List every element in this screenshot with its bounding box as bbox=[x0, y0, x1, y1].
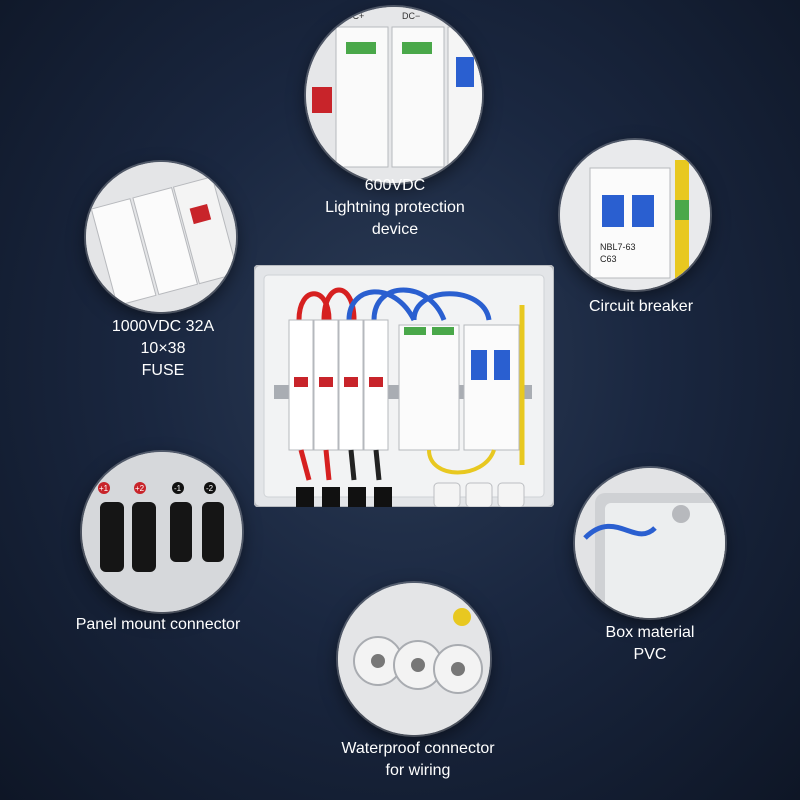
connector-label: Panel mount connector bbox=[58, 614, 258, 636]
gland-photo bbox=[338, 583, 490, 735]
breaker-label: Circuit breaker bbox=[566, 296, 716, 318]
connector-minus-1: -1 bbox=[174, 484, 182, 493]
material-label: Box material PVC bbox=[580, 622, 720, 666]
pvc-box-photo bbox=[575, 468, 725, 618]
waterproof-label-line1: Waterproof connector bbox=[341, 740, 495, 757]
waterproof-label: Waterproof connector for wiring bbox=[318, 738, 518, 782]
connector-minus-2: -2 bbox=[206, 484, 214, 493]
connector-plus-1: +1 bbox=[99, 484, 109, 493]
material-label-line1: Box material bbox=[605, 624, 695, 641]
breaker-model: NBL7-63 bbox=[600, 242, 636, 252]
fuse-label-line1: 1000VDC 32A bbox=[111, 318, 215, 335]
fuse-label-line2: 10×38 bbox=[140, 340, 186, 357]
lightning-label-line3: device bbox=[371, 221, 419, 238]
spd-pole-plus: DC+ bbox=[346, 11, 364, 21]
lightning-label: 600VDC Lightning protection device bbox=[298, 175, 492, 241]
breaker-rating: C63 bbox=[600, 254, 617, 264]
panel-connector-photo: +1 +2 -1 -2 bbox=[82, 452, 242, 612]
fuse-label: 1000VDC 32A 10×38 FUSE bbox=[78, 316, 248, 382]
connector-label-text: Panel mount connector bbox=[75, 616, 241, 633]
connector-plus-2: +2 bbox=[135, 484, 145, 493]
breaker-label-text: Circuit breaker bbox=[588, 298, 694, 315]
lightning-label-line1: 600VDC bbox=[364, 177, 426, 194]
fuse-photo bbox=[86, 162, 236, 312]
spd-pole-minus: DC− bbox=[402, 11, 420, 21]
material-label-line2: PVC bbox=[633, 646, 667, 663]
waterproof-label-line2: for wiring bbox=[385, 762, 451, 779]
combiner-box-photo bbox=[253, 264, 555, 508]
lightning-label-line2: Lightning protection bbox=[325, 199, 465, 216]
fuse-label-line3: FUSE bbox=[141, 362, 185, 379]
circuit-breaker-photo: NBL7-63 C63 bbox=[560, 140, 710, 290]
lightning-protection-photo: DC+ DC− bbox=[306, 7, 482, 183]
